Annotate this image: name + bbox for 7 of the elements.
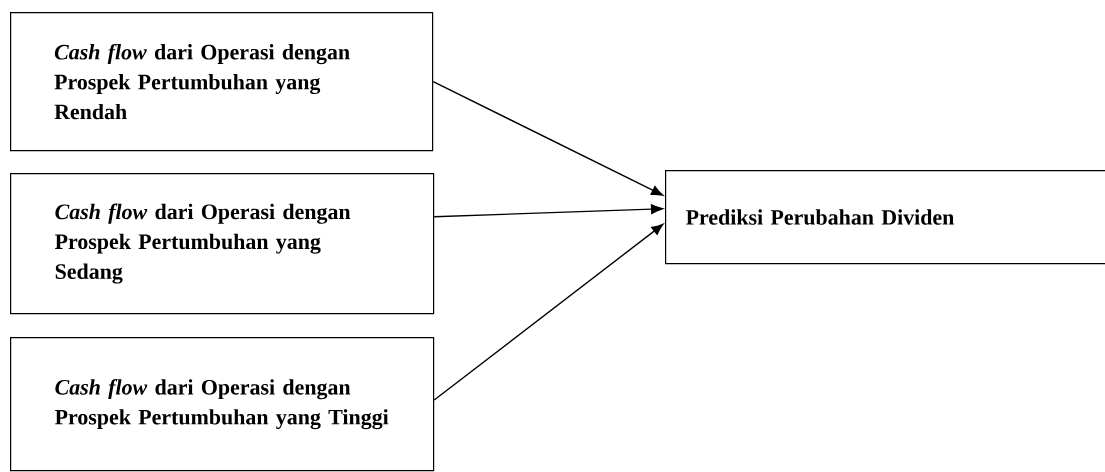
variable-box: Cash flow dari Operasi dengan Prospek Pertumbuhan yang Sedang — [10, 173, 435, 315]
variable-box: Cash flow dari Operasi dengan Prospek Pertumbuhan yang Rendah — [10, 12, 434, 152]
target-box: Prediksi Perubahan Dividen — [665, 170, 1105, 265]
variable-box: Cash flow dari Operasi dengan Prospek Pertumbuhan yang Tinggi — [10, 337, 435, 472]
arrow — [433, 204, 663, 218]
arrow — [433, 223, 664, 401]
arrow — [432, 80, 664, 196]
